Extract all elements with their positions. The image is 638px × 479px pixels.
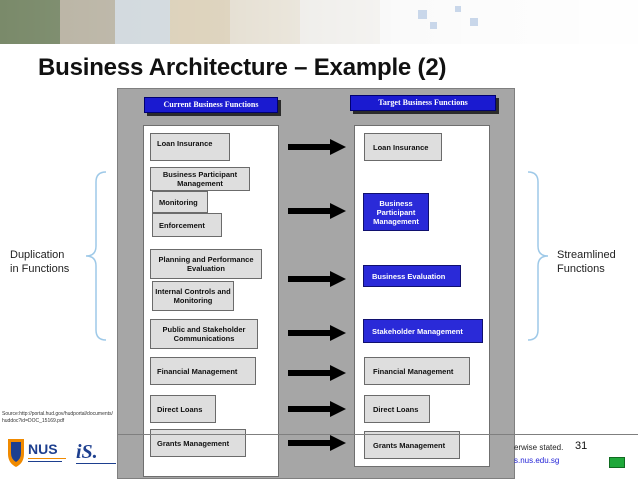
current-item-direct-loans: Direct Loans: [150, 395, 216, 423]
iss-logo: iS.: [76, 441, 116, 464]
current-item-loan-insurance: Loan Insurance: [150, 133, 230, 161]
target-item-business-evaluation: Business Evaluation: [363, 265, 461, 287]
nus-logo: NUS: [8, 439, 66, 467]
right-arrow-icon: [288, 325, 346, 341]
nav-next-icon[interactable]: [609, 457, 625, 468]
current-item-planning-performance: Planning and Performance Evaluation: [150, 249, 262, 279]
duplication-label: Duplication in Functions: [10, 249, 70, 275]
footer-url[interactable]: s.nus.edu.sg: [514, 456, 560, 465]
target-item-stakeholder-management: Stakeholder Management: [363, 319, 483, 343]
current-item-enforcement: Enforcement: [152, 213, 222, 237]
current-item-grants-management: Grants Management: [150, 429, 246, 457]
header-banner: [0, 0, 638, 44]
target-functions-header: Target Business Functions: [350, 95, 496, 111]
streamlined-label: Streamlined Functions: [557, 249, 616, 275]
current-functions-header: Current Business Functions: [144, 97, 278, 113]
right-arrow-icon: [288, 203, 346, 219]
target-item-loan-insurance: Loan Insurance: [364, 133, 442, 161]
architecture-diagram: Current Business Functions Target Busine…: [117, 88, 515, 479]
target-item-financial-management: Financial Management: [364, 357, 470, 385]
right-arrow-icon: [288, 365, 346, 381]
right-brace: [527, 171, 549, 341]
slide-title: Business Architecture – Example (2): [38, 54, 447, 81]
right-arrow-icon: [288, 271, 346, 287]
footer-divider: [118, 434, 638, 435]
current-item-financial-management: Financial Management: [150, 357, 256, 385]
right-arrow-icon: [288, 139, 346, 155]
current-item-business-participant-management: Business Participant Management: [150, 167, 250, 191]
svg-text:iS.: iS.: [76, 441, 98, 463]
page-number: 31: [575, 440, 588, 452]
right-arrow-icon: [288, 435, 346, 451]
target-item-business-participant-management: Business Participant Management: [363, 193, 429, 231]
target-item-grants-management: Grants Management: [364, 431, 460, 459]
left-brace: [85, 171, 107, 341]
current-item-internal-controls: Internal Controls and Monitoring: [152, 281, 234, 311]
source-note: Source:http://portal.hud.gov/hudportal/d…: [2, 411, 113, 424]
current-item-monitoring: Monitoring: [152, 191, 208, 213]
svg-text:NUS: NUS: [28, 441, 58, 457]
footer-text: erwise stated.: [514, 443, 564, 452]
current-item-public-stakeholder: Public and Stakeholder Communications: [150, 319, 258, 349]
right-arrow-icon: [288, 401, 346, 417]
target-item-direct-loans: Direct Loans: [364, 395, 430, 423]
